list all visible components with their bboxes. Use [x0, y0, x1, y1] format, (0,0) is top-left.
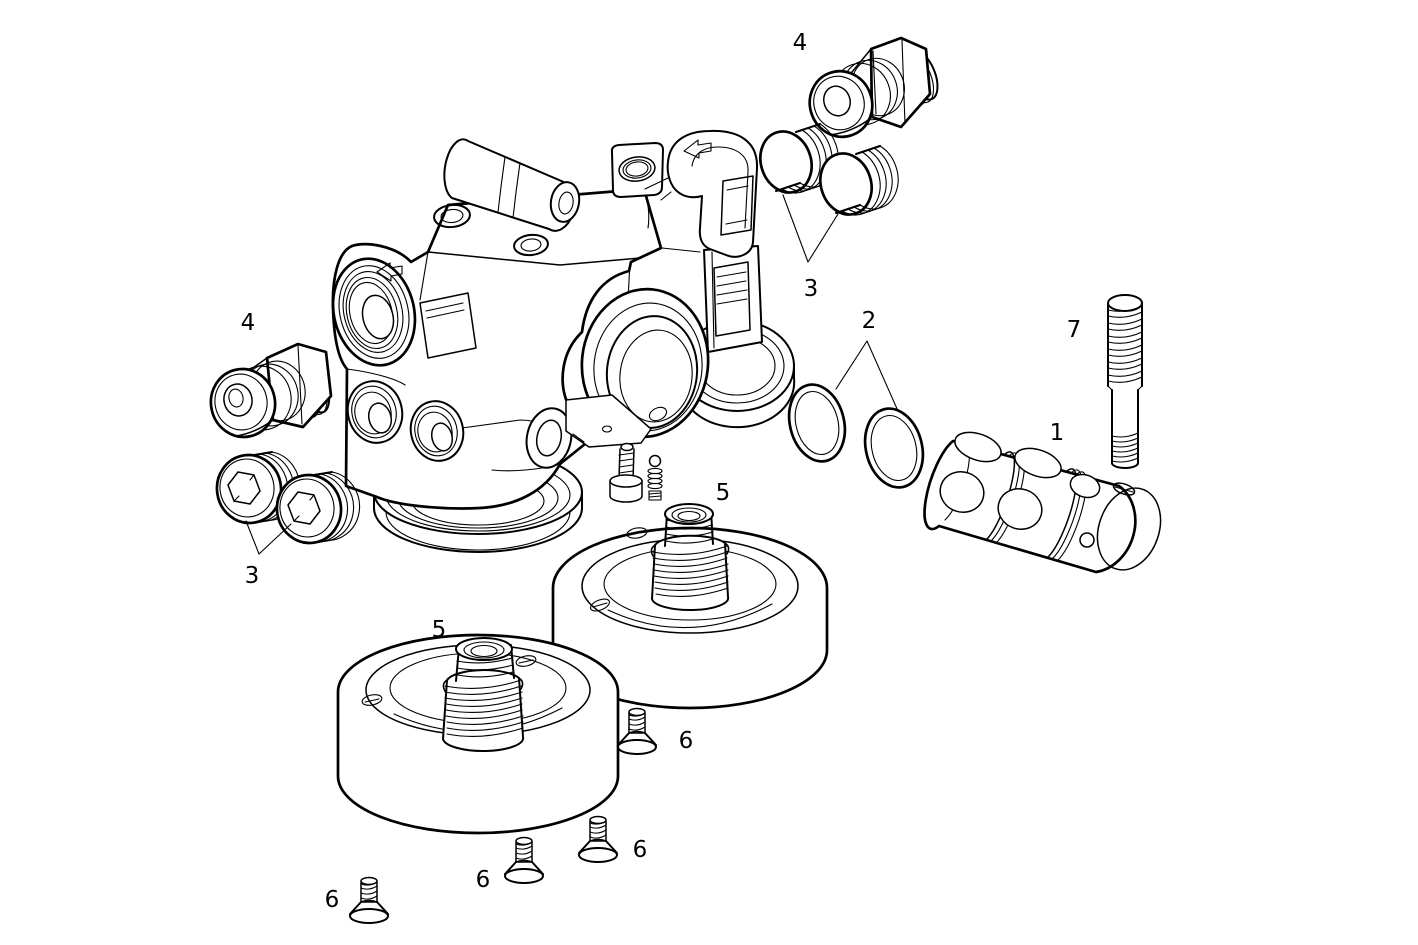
- plugs-top-right: [759, 123, 899, 216]
- housing-top-cylinder: [443, 138, 581, 232]
- callout-1: 1: [1050, 420, 1065, 446]
- deck-threaded-hole: [433, 203, 471, 229]
- screw-c: [504, 836, 544, 884]
- housing-right-hook: [666, 129, 759, 258]
- stud: [1107, 294, 1143, 469]
- screw-a: [617, 707, 657, 755]
- housing-ear-lug: [525, 407, 573, 469]
- callout-4-top-right: 4: [793, 30, 808, 56]
- callout-6-d: 6: [325, 887, 340, 913]
- callout-6-b: 6: [633, 837, 648, 863]
- callout-labels: 4 3 2 7 1 4 3 5 5 6 6 6 6: [241, 30, 1082, 913]
- fitting-top-right: [808, 36, 939, 139]
- housing-top-boss: [610, 142, 664, 198]
- valve-spool: [923, 431, 1162, 574]
- callout-6-c: 6: [476, 867, 491, 893]
- housing-lower-bores: [346, 380, 465, 462]
- valve-pin: [609, 442, 643, 503]
- screw-b: [578, 815, 618, 863]
- screw-d: [349, 876, 389, 924]
- housing-body: [331, 129, 796, 553]
- plugs-left: [215, 451, 361, 545]
- fitting-left: [209, 342, 333, 439]
- leader-lines: [245, 194, 899, 555]
- housing-left-bore: [331, 257, 417, 367]
- callout-6-a: 6: [679, 728, 694, 754]
- adapter-ring-front: [336, 633, 620, 835]
- adapter-ring-rear-nipple: [650, 503, 730, 612]
- callout-7: 7: [1067, 317, 1082, 343]
- callout-3-left: 3: [245, 563, 260, 589]
- o-ring-pair: [787, 383, 925, 489]
- callout-5-front: 5: [432, 617, 447, 643]
- housing-pad: [419, 292, 477, 359]
- callout-3-top-right: 3: [804, 276, 819, 302]
- flow-arrow-icon: [683, 139, 712, 159]
- flow-arrow-icon: [376, 262, 403, 282]
- housing-lower-bracket: [565, 394, 652, 448]
- callout-4-left: 4: [241, 310, 256, 336]
- check-ball-and-spring: [647, 454, 663, 501]
- callout-5-rear: 5: [716, 480, 731, 506]
- deck-threaded-hole: [513, 233, 549, 257]
- callout-2: 2: [862, 308, 877, 334]
- adapter-ring-rear: [551, 503, 829, 710]
- adapter-ring-front-nipple: [442, 637, 525, 753]
